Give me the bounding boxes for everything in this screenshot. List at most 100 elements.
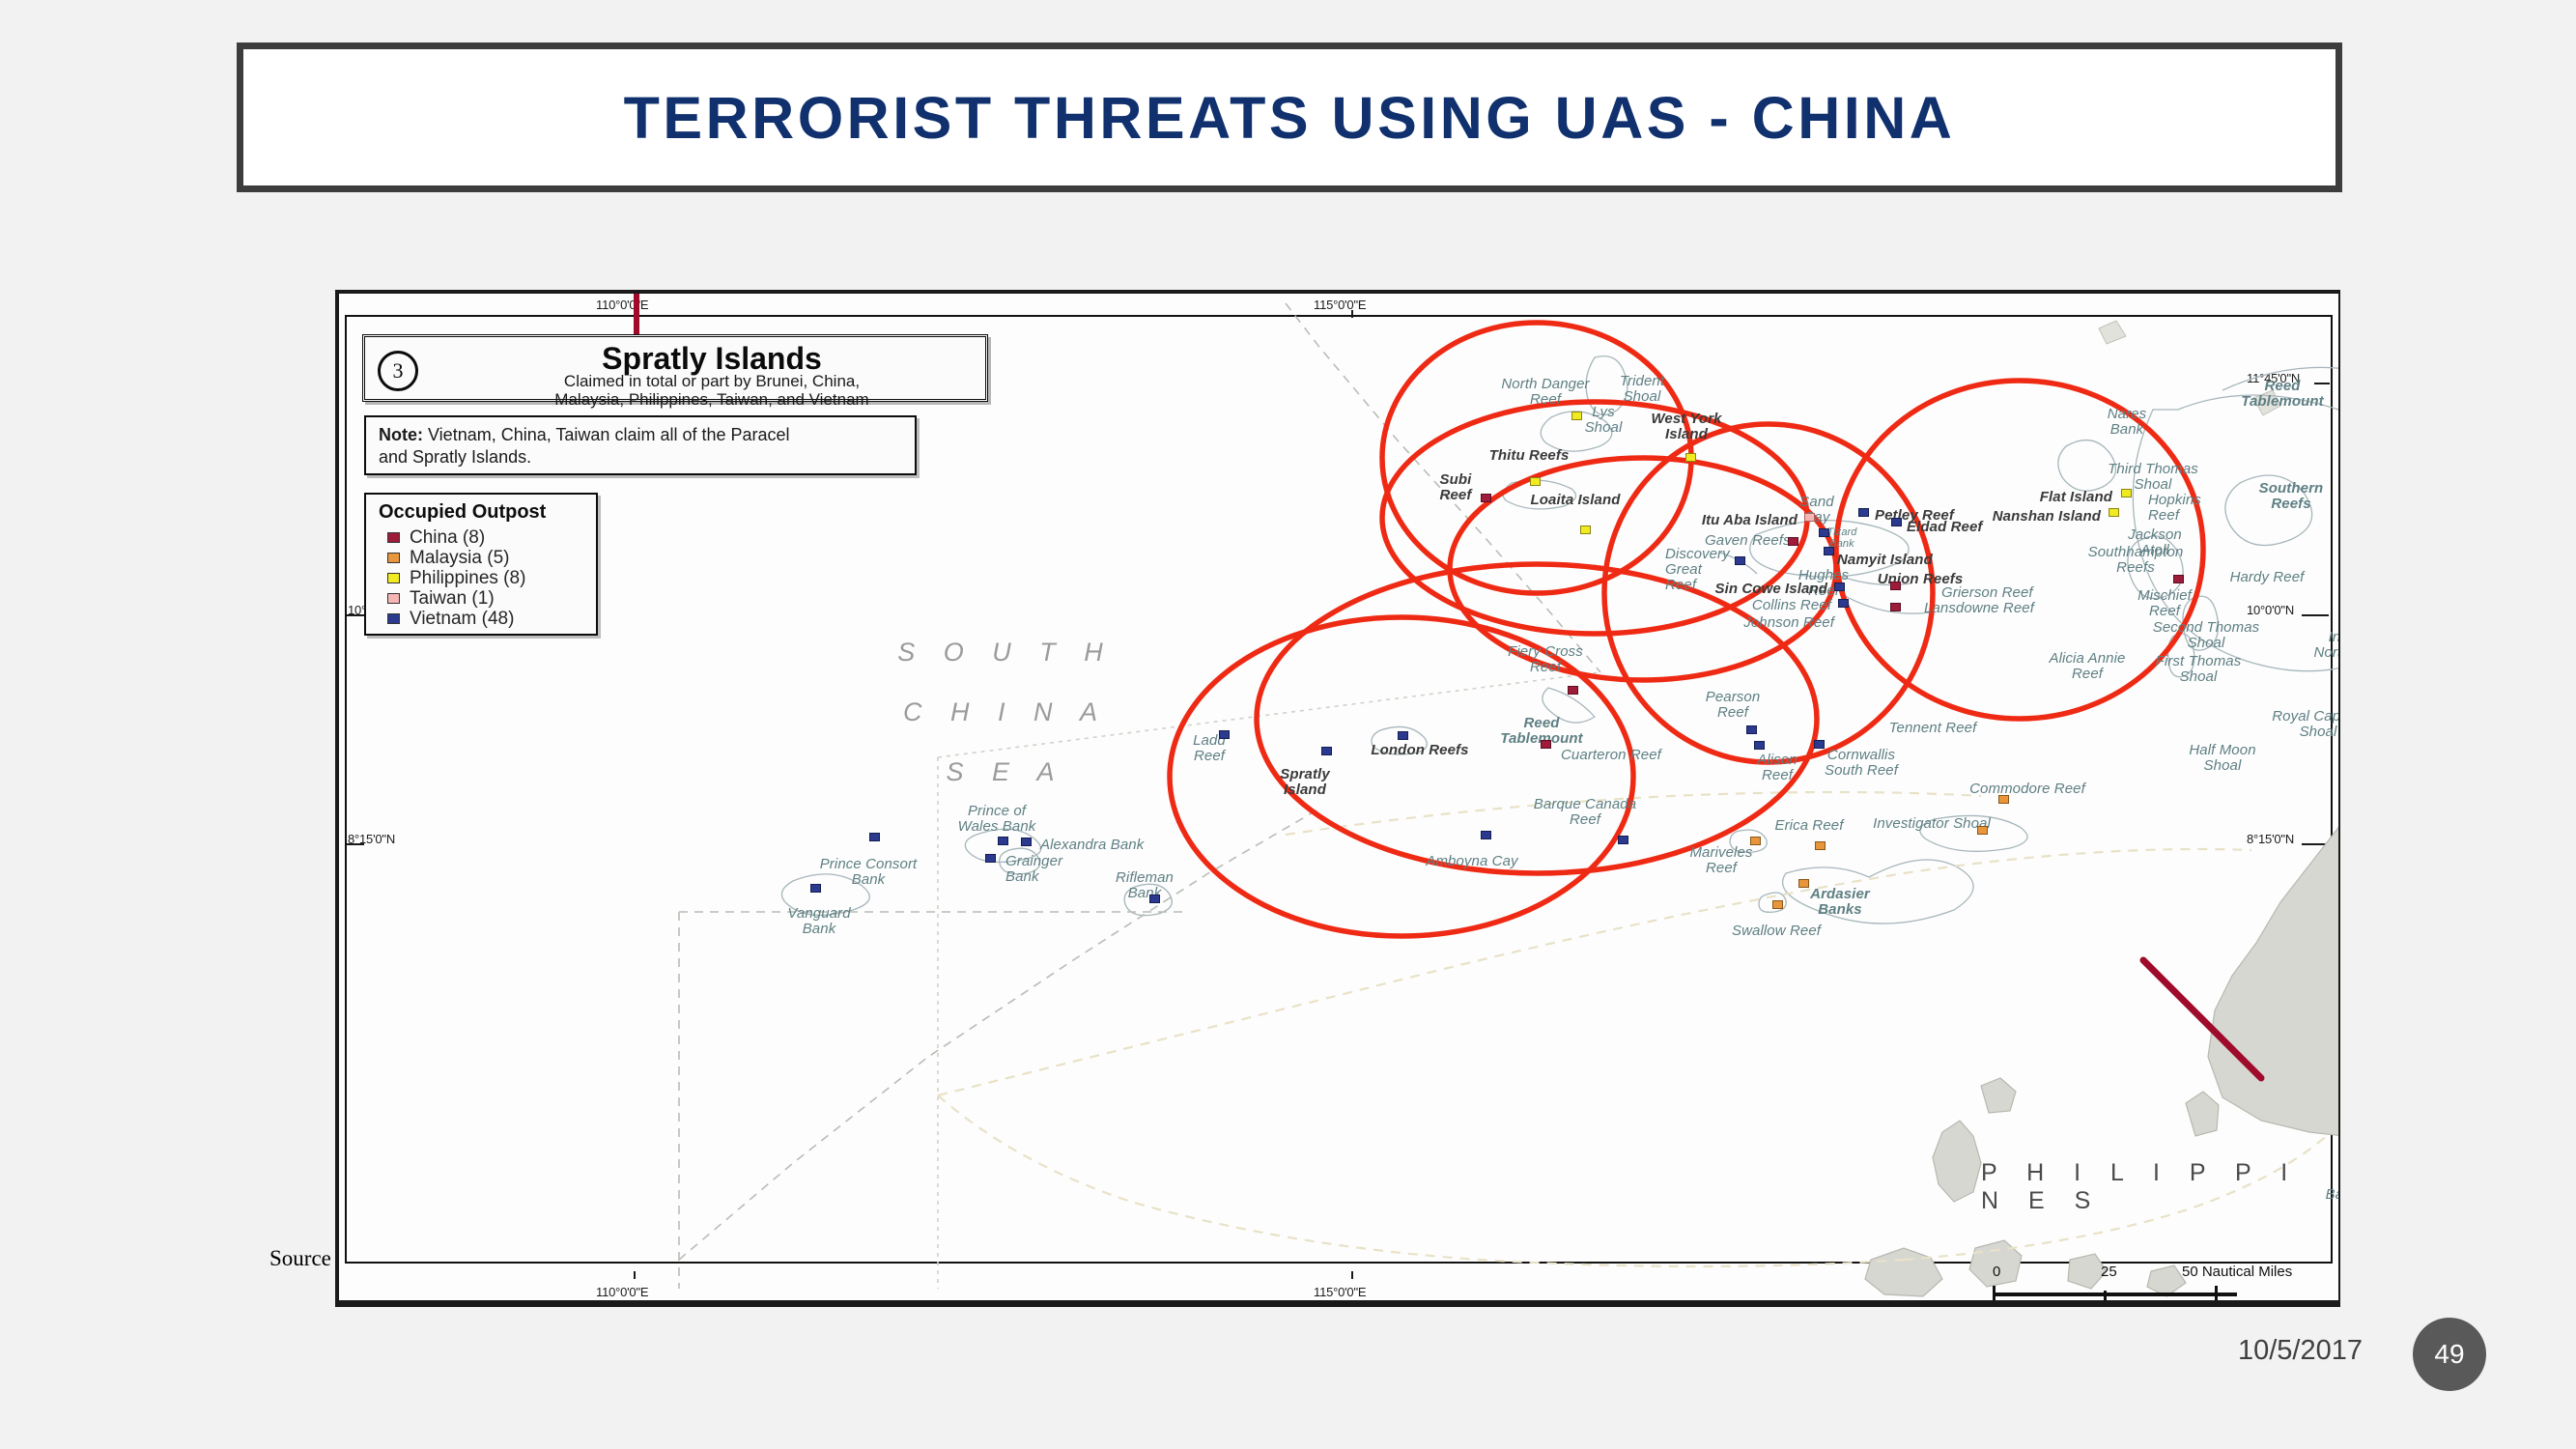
outpost-marker-viet (1814, 740, 1825, 749)
legend-item-label: Vietnam (48) (410, 608, 515, 629)
lat-label-right-10: 10°0'0"N (2247, 603, 2295, 617)
note-text: Vietnam, China, Taiwan claim all of the … (379, 425, 790, 467)
outpost-marker-china (1890, 582, 1901, 590)
map-canvas: 110°0'0"E 115°0'0"E 110°0'0"E 115°0'0"E … (339, 294, 2338, 1300)
map-feature-label: Namyit Island (1837, 552, 1933, 568)
lon-tick-bottom-110 (634, 1271, 636, 1279)
note-prefix: Note: (379, 425, 423, 444)
lat-label-left-815: 8°15'0"N (348, 832, 396, 846)
lat-tick-right-1145 (2314, 383, 2330, 384)
outpost-marker-malay (1798, 879, 1809, 888)
map-feature-label: Gaven Reefs (1705, 532, 1791, 549)
scale-tick-0 (1993, 1286, 1996, 1300)
map-feature-label: Itu Aba Island (1701, 512, 1798, 528)
scale-tick-50 (2215, 1286, 2218, 1300)
map-number-badge: 3 (378, 351, 418, 391)
legend-swatch-icon (387, 613, 400, 624)
outpost-marker-viet (1819, 528, 1829, 537)
outpost-marker-viet (1735, 556, 1745, 565)
map-feature-label: Royal CaptainShoal (2272, 708, 2340, 741)
slide-date: 10/5/2017 (2237, 1335, 2363, 1366)
map-feature-label: Loaita Island (1530, 492, 1621, 508)
outpost-marker-viet (1746, 725, 1757, 734)
outpost-marker-phil (2109, 508, 2119, 517)
legend-swatch-icon (387, 553, 400, 563)
map-feature-label: Flat Island (2039, 489, 2112, 505)
outpost-marker-viet (1321, 747, 1332, 755)
eez-boundary (937, 790, 2330, 1268)
outpost-marker-viet (810, 884, 821, 893)
outpost-marker-malay (1750, 837, 1761, 845)
legend-item-label: China (8) (410, 526, 486, 548)
lat-label-right-1145: 11°45'0"N (2247, 371, 2301, 385)
map-heading: Spratly Islands (602, 341, 822, 376)
scale-bar-line (1993, 1293, 2237, 1296)
country-name-label: P H I L I P P I N E S (1981, 1159, 2300, 1214)
map-feature-label: Eldad Reef (1907, 519, 1983, 535)
outpost-marker-malay (1977, 826, 1988, 835)
map-feature-label: Hardy Reef (2229, 569, 2305, 585)
legend-swatch-icon (387, 593, 400, 604)
lon-label-bottom-110: 110°0'0"E (596, 1285, 649, 1299)
scale-label-0: 0 (1993, 1264, 2001, 1280)
lon-tick-bottom-115 (1351, 1271, 1353, 1279)
outpost-marker-viet (985, 854, 996, 863)
map-subtitle: Claimed in total or part by Brunei, Chin… (554, 372, 869, 410)
map-feature-label: Lansdowne Reef (1924, 600, 2034, 616)
outpost-marker-viet (1481, 831, 1491, 839)
lon-label-top-115: 115°0'0"E (1314, 298, 1367, 312)
outpost-marker-china (1890, 603, 1901, 611)
scale-bar: 0 25 50 Nautical Miles (1993, 1264, 2292, 1300)
spratly-islands-map[interactable]: 110°0'0"E 115°0'0"E 110°0'0"E 115°0'0"E … (335, 290, 2340, 1307)
outpost-marker-phil (1580, 526, 1591, 534)
outpost-marker-malay (1998, 795, 2009, 804)
legend-item-2: Philippines (8) (379, 568, 596, 588)
map-feature-label: Amboyna Cay (1426, 853, 1518, 869)
map-note-box: Note: Vietnam, China, Taiwan claim all o… (364, 415, 917, 475)
legend-item-0: China (8) (379, 527, 596, 548)
map-feature-label: Grierson Reef (1941, 584, 2033, 601)
lat-label-right-815: 8°15'0"N (2247, 832, 2295, 846)
legend-item-label: Taiwan (1) (410, 587, 495, 609)
legend-rows: China (8)Malaysia (5)Philippines (8)Taiw… (379, 527, 596, 629)
outpost-marker-china (1788, 537, 1798, 546)
map-feature-label: Sin Cowe Island (1714, 581, 1827, 597)
outpost-marker-viet (1834, 582, 1845, 591)
legend-item-3: Taiwan (1) (379, 588, 596, 609)
scale-label-50: 50 Nautical Miles (2182, 1264, 2293, 1280)
legend-item-label: Philippines (8) (410, 567, 526, 588)
map-feature-label: Balabac Strait (2325, 1186, 2338, 1203)
map-neatline (345, 315, 2333, 1264)
outpost-marker-viet (1219, 730, 1230, 739)
page-number-badge: 49 (2413, 1318, 2486, 1391)
map-feature-label: Erica Reef (1774, 817, 1844, 834)
map-feature-label: Johnson Reef (1743, 614, 1834, 631)
outpost-marker-viet (998, 837, 1008, 845)
outpost-marker-china (2173, 575, 2184, 583)
